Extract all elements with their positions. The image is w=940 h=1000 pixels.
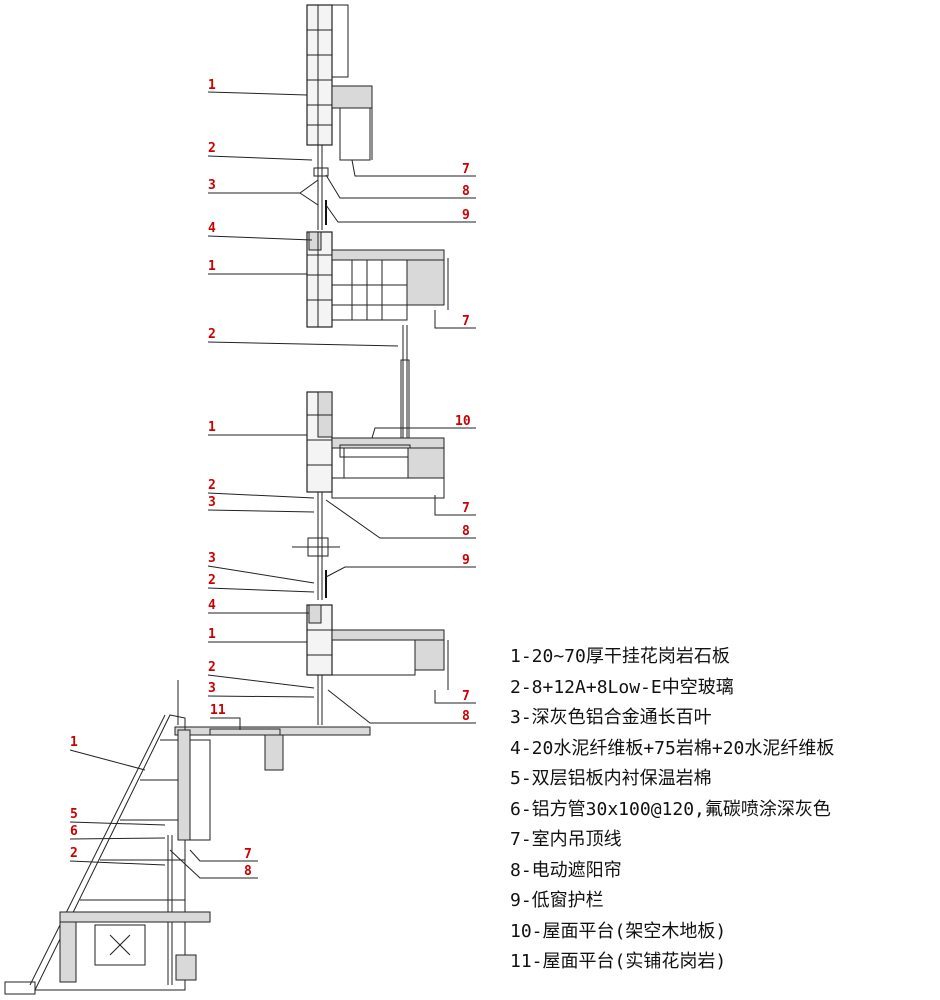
callout-tag: 4 <box>208 221 216 236</box>
callout-tag: 9 <box>462 208 470 223</box>
callout-tag: 9 <box>462 553 470 568</box>
callout-tag: 1 <box>208 627 216 642</box>
callout-tag: 2 <box>208 327 216 342</box>
legend-item: 11-屋面平台(实铺花岗岩) <box>510 951 727 972</box>
callout-tag: 5 <box>70 807 78 822</box>
callout-tag: 7 <box>462 501 470 516</box>
material-legend: 1-20~70厚干挂花岗岩石板 2-8+12A+8Low-E中空玻璃 3-深灰色… <box>510 642 935 978</box>
legend-item: 5-双层铝板内衬保温岩棉 <box>510 768 712 789</box>
callout-tag: 7 <box>462 162 470 177</box>
legend-item: 4-20水泥纤维板+75岩棉+20水泥纤维板 <box>510 737 835 759</box>
leader-lines <box>69 91 399 866</box>
callout-tag: 3 <box>208 178 216 193</box>
callout-tag: 7 <box>462 689 470 704</box>
callout-tag: 11 <box>210 703 226 718</box>
legend-item: 7-室内吊顶线 <box>510 829 622 850</box>
callout-tag: 8 <box>462 524 470 539</box>
legend-item: 2-8+12A+8Low-E中空玻璃 <box>510 676 734 698</box>
callout-tag: 3 <box>208 551 216 566</box>
leader-lines-right <box>169 159 476 879</box>
callout-tag: 8 <box>462 184 470 199</box>
callout-tag: 10 <box>455 414 471 429</box>
callout-tag: 2 <box>70 846 78 861</box>
callout-tag: 2 <box>208 141 216 156</box>
callout-tag: 1 <box>208 78 216 93</box>
callout-tag: 4 <box>208 598 216 613</box>
callout-tag: 2 <box>208 660 216 675</box>
callout-tag: 8 <box>462 709 470 724</box>
callout-tag: 7 <box>244 847 252 862</box>
facade-stack <box>174 4 449 771</box>
callout-tag: 7 <box>462 314 470 329</box>
callout-tag: 3 <box>208 681 216 696</box>
callout-tag: 2 <box>208 478 216 493</box>
callout-tags: 1 2 3 4 1 2 1 2 3 3 2 4 1 2 3 1 5 6 2 7 … <box>70 78 471 879</box>
legend-item: 9-低窗护栏 <box>510 890 604 911</box>
callout-tag: 8 <box>244 864 252 879</box>
callout-tag: 1 <box>70 735 78 750</box>
legend-item: 10-屋面平台(架空木地板) <box>510 920 727 942</box>
callout-tag: 6 <box>70 824 78 839</box>
legend-item: 8-电动遮阳帘 <box>510 859 622 881</box>
legend-item: 6-铝方管30x100@120,氟碳喷涂深灰色 <box>510 798 831 820</box>
callout-tag: 2 <box>208 573 216 588</box>
legend-item: 1-20~70厚干挂花岗岩石板 <box>510 646 730 667</box>
callout-tag: 1 <box>208 259 216 274</box>
legend-item: 3-深灰色铝合金通长百叶 <box>510 707 712 728</box>
callout-tag: 3 <box>208 495 216 510</box>
callout-tag: 1 <box>208 420 216 435</box>
podium-section <box>4 680 211 995</box>
